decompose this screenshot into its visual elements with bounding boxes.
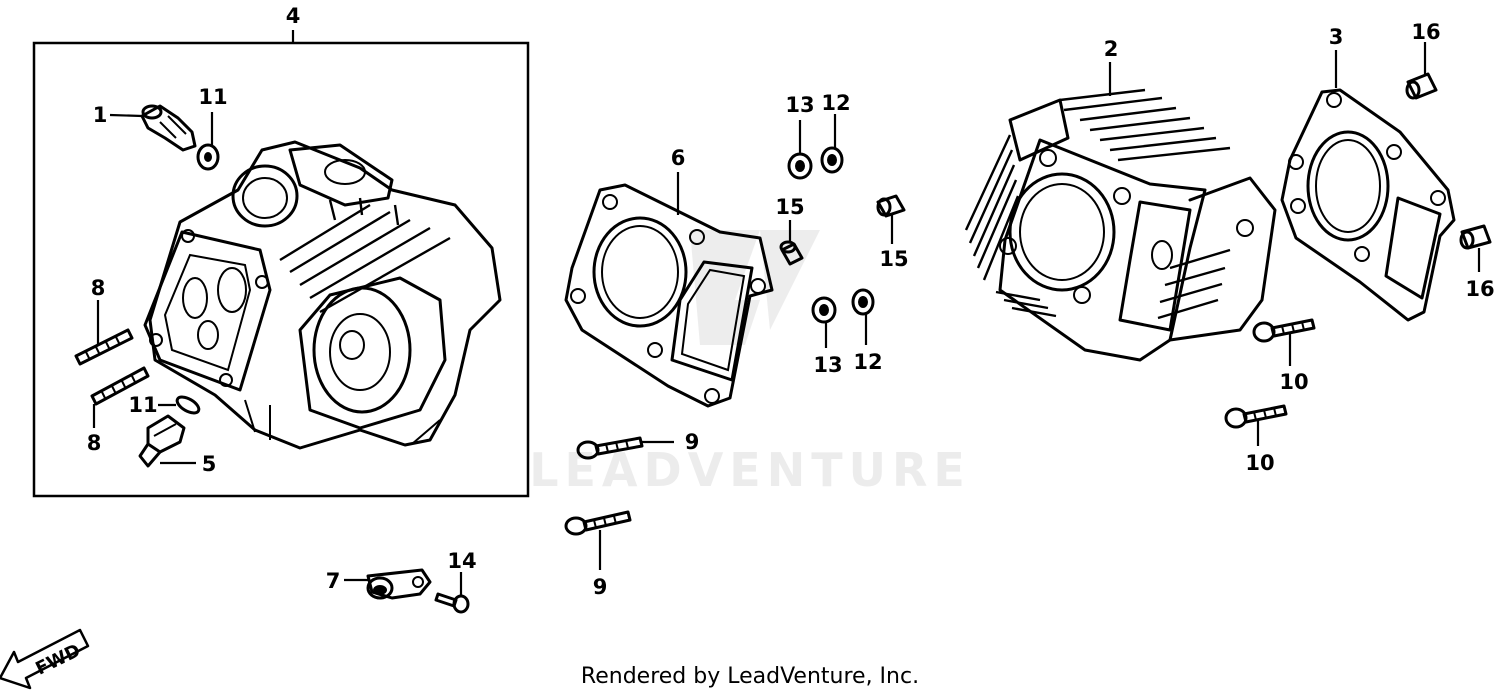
part-5-plug: [138, 414, 186, 468]
callout-5: 5: [202, 452, 217, 476]
part-15-dowel-left: [779, 240, 804, 266]
footer-credit: Rendered by LeadVenture, Inc.: [580, 664, 920, 689]
callout-8-lower: 8: [87, 431, 102, 455]
part-13-seal-upper: [787, 152, 813, 180]
callout-14: 14: [447, 549, 476, 573]
cylinder-head-assembly-box: [32, 41, 530, 498]
callout-10-upper: 10: [1279, 370, 1308, 394]
part-16-dowel-right: [1459, 224, 1492, 250]
callout-12-lower: 12: [853, 350, 882, 374]
callout-11-lower: 11: [128, 393, 157, 417]
callout-4: 4: [286, 4, 301, 28]
callout-12-upper: 12: [821, 91, 850, 115]
part-2-cylinder: [964, 88, 1277, 362]
callout-11-top: 11: [198, 85, 227, 109]
part-11-washer-top: [196, 143, 220, 171]
part-9-bolt-upper: [576, 436, 644, 460]
part-6-head-gasket: [564, 183, 774, 408]
callout-1: 1: [93, 103, 108, 127]
part-12-ring-upper: [820, 146, 844, 174]
callout-13-upper: 13: [785, 93, 814, 117]
watermark-logo: [690, 230, 820, 345]
callout-7: 7: [326, 569, 341, 593]
callout-8-upper: 8: [91, 276, 106, 300]
part-13-seal-lower: [811, 296, 837, 324]
callout-16-right: 16: [1465, 277, 1494, 301]
callout-2: 2: [1104, 37, 1119, 61]
callout-3: 3: [1329, 25, 1344, 49]
part-16-dowel-top: [1405, 72, 1438, 100]
callout-9-lower: 9: [593, 575, 608, 599]
cylinder-head: [143, 140, 502, 450]
callout-13-lower: 13: [813, 353, 842, 377]
callout-15-right: 15: [879, 247, 908, 271]
part-8-stud-lower: [90, 366, 150, 406]
part-8-stud-upper: [74, 328, 134, 366]
callout-9-upper: 9: [685, 430, 700, 454]
part-11-washer-lower: [175, 395, 201, 415]
part-15-dowel-right: [876, 194, 906, 218]
part-1-fitting: [140, 104, 197, 152]
callout-16-top: 16: [1411, 20, 1440, 44]
part-3-base-gasket: [1280, 88, 1456, 322]
part-10-bolt-upper: [1252, 318, 1316, 343]
callout-10-lower: 10: [1245, 451, 1274, 475]
part-14-screw: [434, 592, 470, 614]
watermark-text: LEADVENTURE: [529, 443, 971, 497]
part-12-ring-lower: [851, 288, 875, 316]
part-9-bolt-lower: [564, 510, 632, 536]
part-10-bolt-lower: [1224, 404, 1288, 429]
callout-6: 6: [671, 146, 686, 170]
part-7-clamp: [366, 568, 432, 600]
callout-15-left: 15: [775, 195, 804, 219]
